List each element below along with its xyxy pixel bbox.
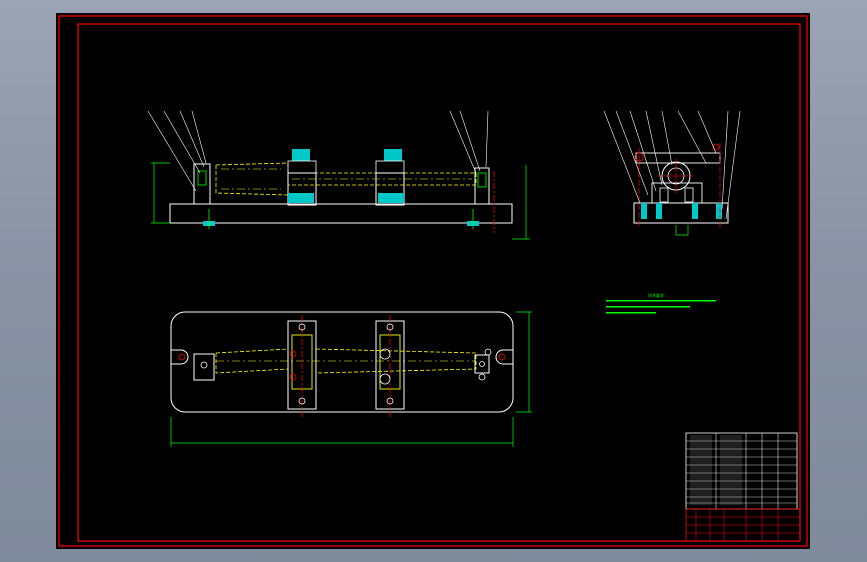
- inner-frame: [77, 23, 801, 542]
- notes-title: 技术要求: [648, 292, 664, 298]
- front-view: [147, 110, 530, 240]
- side-view: [603, 110, 741, 236]
- outer-frame: [58, 15, 808, 547]
- top-view: [170, 311, 532, 447]
- technical-notes: 技术要求: [606, 292, 716, 314]
- title-block: [685, 432, 801, 542]
- cad-viewport[interactable]: 技术要求: [56, 13, 810, 549]
